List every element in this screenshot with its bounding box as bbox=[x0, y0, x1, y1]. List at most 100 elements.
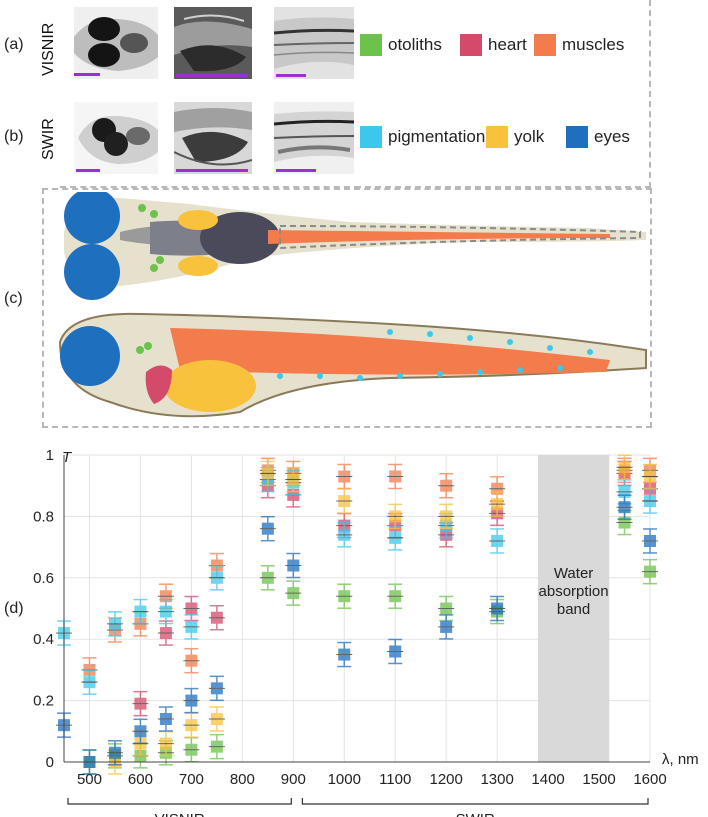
data-point-pigmentation bbox=[336, 522, 353, 548]
legend-item-muscles: muscles bbox=[534, 34, 624, 56]
legend-label: pigmentation bbox=[388, 127, 486, 146]
panel-d-label: (d) bbox=[4, 600, 24, 617]
data-point-muscles bbox=[387, 463, 404, 490]
data-point-muscles bbox=[438, 472, 455, 499]
data-point-heart bbox=[157, 620, 174, 646]
legend-swatch bbox=[534, 34, 556, 56]
x-axis-label: λ, nm bbox=[662, 751, 699, 768]
legend-item-pigmentation: pigmentation bbox=[360, 126, 485, 148]
y-axis-label: T bbox=[62, 449, 73, 466]
data-point-eyes bbox=[387, 638, 404, 665]
legend-swatch bbox=[360, 34, 382, 56]
chart-axes bbox=[63, 455, 650, 763]
dorsal-swim-bladder bbox=[200, 212, 280, 264]
x-tick-label: 1600 bbox=[633, 771, 666, 788]
data-point-otoliths bbox=[208, 733, 225, 760]
data-point-eyes bbox=[642, 528, 658, 554]
data-point-eyes bbox=[438, 614, 455, 640]
dorsal-yolk-top bbox=[178, 210, 218, 230]
data-point-muscles bbox=[183, 647, 200, 674]
dorsal-muscle-strip bbox=[268, 230, 610, 244]
data-point-otoliths bbox=[336, 583, 353, 609]
data-point-muscles bbox=[336, 463, 353, 490]
panel-a-label: (a) bbox=[4, 36, 24, 53]
legend-item-yolk: yolk bbox=[486, 126, 544, 148]
ab-panel-border bbox=[355, 0, 651, 188]
data-point-eyes bbox=[336, 641, 353, 668]
dorsal-otolith bbox=[150, 210, 158, 218]
data-point-pigmentation bbox=[132, 598, 149, 625]
legend-label: heart bbox=[488, 35, 527, 54]
visnir-yolk-image bbox=[174, 7, 252, 79]
dorsal-yolk-bottom bbox=[178, 256, 218, 276]
lateral-heart bbox=[145, 365, 172, 404]
data-point-eyes bbox=[106, 740, 123, 766]
x-tick-label: 500 bbox=[77, 771, 102, 788]
data-point-otoliths bbox=[387, 583, 404, 609]
data-point-pigmentation bbox=[106, 611, 123, 637]
data-point-eyes bbox=[285, 552, 302, 579]
x-tick-label: 700 bbox=[179, 771, 204, 788]
y-tick-label: 0 bbox=[46, 754, 54, 771]
data-point-otoliths bbox=[285, 580, 302, 606]
water-absorption-band bbox=[537, 455, 610, 762]
legend-swatch bbox=[360, 126, 382, 148]
data-point-yolk bbox=[259, 460, 276, 487]
data-point-eyes bbox=[183, 687, 200, 714]
data-point-yolk bbox=[642, 463, 658, 490]
visnir-tail-image bbox=[274, 7, 354, 79]
band-label-line: absorption bbox=[539, 583, 609, 600]
band-label-line: band bbox=[557, 601, 590, 618]
data-point-yolk bbox=[336, 488, 353, 514]
panel-b-title: SWIR bbox=[40, 118, 57, 160]
x-tick-label: 600 bbox=[128, 771, 153, 788]
lateral-yolk bbox=[164, 360, 256, 412]
legend-swatch bbox=[486, 126, 508, 148]
swir-tail-image bbox=[274, 102, 354, 174]
lateral-muscle bbox=[170, 328, 610, 375]
data-point-pigmentation bbox=[183, 614, 200, 640]
data-point-eyes bbox=[208, 675, 225, 702]
dorsal-otolith bbox=[138, 204, 146, 212]
lateral-otolith bbox=[144, 342, 152, 350]
data-point-eyes bbox=[489, 595, 506, 622]
data-point-otoliths bbox=[183, 736, 200, 763]
dorsal-eye-top bbox=[64, 192, 120, 244]
data-point-yolk bbox=[438, 503, 455, 530]
x-tick-label: 1000 bbox=[328, 771, 361, 788]
legend-label: eyes bbox=[594, 127, 630, 146]
swir-yolk-image bbox=[174, 102, 252, 174]
range-bracket bbox=[301, 798, 649, 805]
data-point-eyes bbox=[616, 494, 633, 520]
ab-bottom-border bbox=[60, 186, 360, 188]
legend-label: otoliths bbox=[388, 35, 442, 54]
visnir-head-image bbox=[74, 7, 158, 79]
x-tick-label: 800 bbox=[230, 771, 255, 788]
range-label: SWIR bbox=[456, 811, 495, 817]
dorsal-tail-markings bbox=[279, 224, 641, 250]
legend-label: muscles bbox=[562, 35, 625, 54]
panel-a-title: VISNIR bbox=[40, 22, 57, 76]
lateral-pigmentation bbox=[277, 329, 593, 381]
data-point-yolk bbox=[387, 503, 404, 530]
lateral-otolith bbox=[136, 346, 144, 354]
panel-c-label: (c) bbox=[4, 290, 23, 307]
data-point-pigmentation bbox=[489, 528, 506, 554]
legend-item-otoliths: otoliths bbox=[360, 34, 442, 56]
data-point-eyes bbox=[259, 515, 276, 542]
data-point-otoliths bbox=[259, 565, 276, 591]
data-point-yolk bbox=[489, 491, 506, 517]
data-point-eyes bbox=[132, 718, 149, 745]
y-tick-label: 1 bbox=[46, 447, 54, 464]
dorsal-otolith bbox=[156, 256, 164, 264]
data-point-pigmentation bbox=[208, 565, 225, 591]
dorsal-eye-bottom bbox=[64, 244, 120, 300]
lateral-view bbox=[58, 312, 647, 418]
band-label-line: Water bbox=[554, 565, 593, 582]
data-point-pigmentation bbox=[81, 669, 98, 695]
y-tick-label: 0.6 bbox=[33, 570, 54, 587]
data-point-yolk bbox=[616, 454, 633, 481]
